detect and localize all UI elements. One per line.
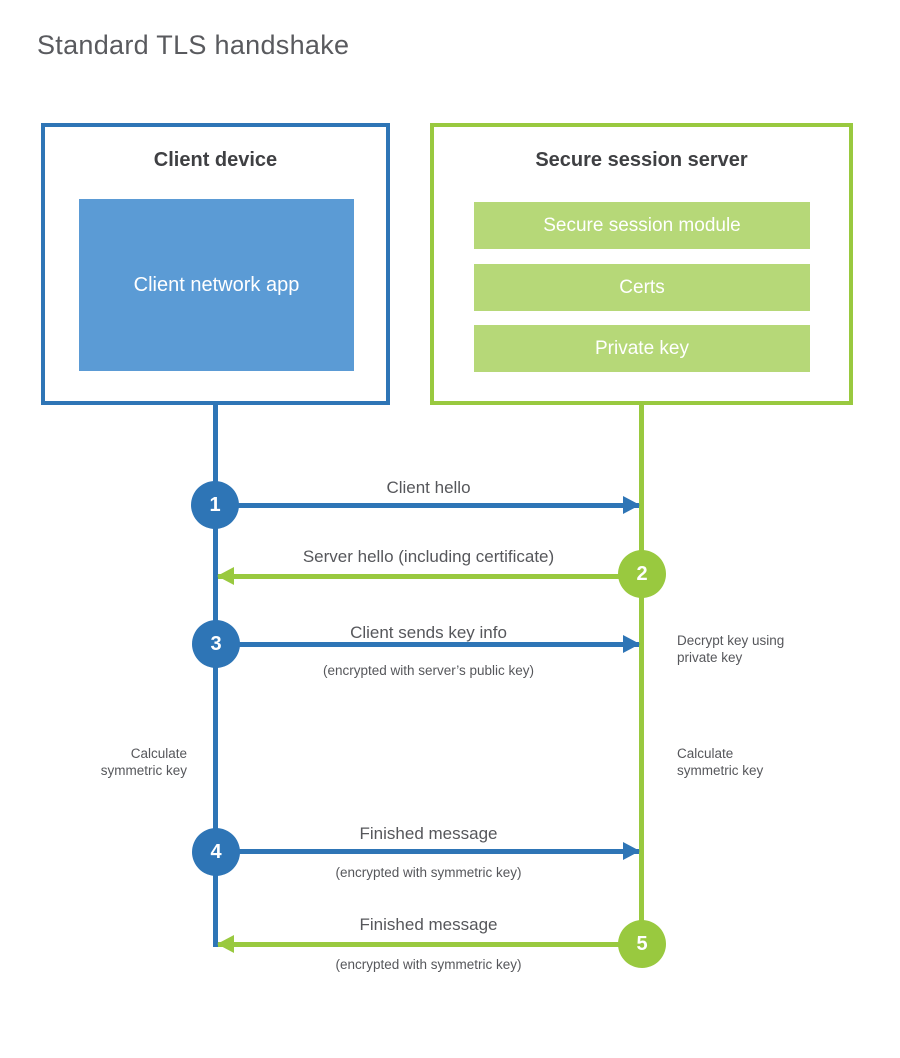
server-module-label: Secure session module — [543, 214, 741, 236]
client-network-app-block: Client network app — [79, 199, 354, 371]
arrow-head-right-icon — [623, 842, 640, 860]
step2-arrow-server-to-client — [217, 567, 639, 585]
step2-label: Server hello (including certificate) — [302, 547, 555, 566]
step3-number-badge: 3 — [192, 620, 240, 668]
step1-label: Client hello — [386, 478, 471, 497]
arrow-shaft — [218, 503, 639, 508]
arrow-head-right-icon — [623, 496, 640, 514]
server-module-label: Private key — [595, 337, 689, 359]
server-module-secure-session-module: Secure session module — [474, 202, 810, 249]
arrow-shaft — [218, 574, 639, 579]
server-module-private-key: Private key — [474, 325, 810, 372]
client-device-title: Client device — [153, 149, 278, 171]
arrow-shaft — [218, 849, 639, 854]
step3-label: Client sends key info — [350, 623, 507, 642]
client-lifeline — [213, 404, 218, 947]
step1-arrow-client-to-server — [218, 496, 640, 514]
step4-sublabel: (encrypted with symmetric key) — [335, 865, 522, 880]
step4-label: Finished message — [359, 824, 498, 843]
step5-label: Finished message — [359, 915, 498, 934]
server-lifeline — [639, 404, 644, 944]
step5-number-badge: 5 — [618, 920, 666, 968]
client-network-app-label: Client network app — [133, 274, 300, 296]
arrow-head-left-icon — [217, 567, 234, 585]
arrow-shaft — [218, 642, 639, 647]
step1-number-badge: 1 — [191, 481, 239, 529]
note-calculate-symmetric-key-client: Calculate symmetric key — [100, 746, 187, 778]
arrow-head-left-icon — [217, 935, 234, 953]
note-calculate-symmetric-key-server: Calculate symmetric key — [677, 746, 764, 778]
step5-sublabel: (encrypted with symmetric key) — [335, 957, 522, 972]
step4-arrow-client-to-server — [218, 842, 640, 860]
secure-session-server-title: Secure session server — [535, 149, 748, 171]
note-decrypt-key: Decrypt key using private key — [677, 633, 785, 665]
arrow-head-right-icon — [623, 635, 640, 653]
arrow-shaft — [218, 942, 639, 947]
server-module-certs: Certs — [474, 264, 810, 311]
server-module-label: Certs — [619, 276, 665, 298]
step3-sublabel: (encrypted with server’s public key) — [322, 663, 535, 678]
step2-number-badge: 2 — [618, 550, 666, 598]
step4-number-badge: 4 — [192, 828, 240, 876]
page-title: Standard TLS handshake — [37, 30, 350, 60]
step3-arrow-client-to-server — [218, 635, 640, 653]
step5-arrow-server-to-client — [217, 935, 639, 953]
